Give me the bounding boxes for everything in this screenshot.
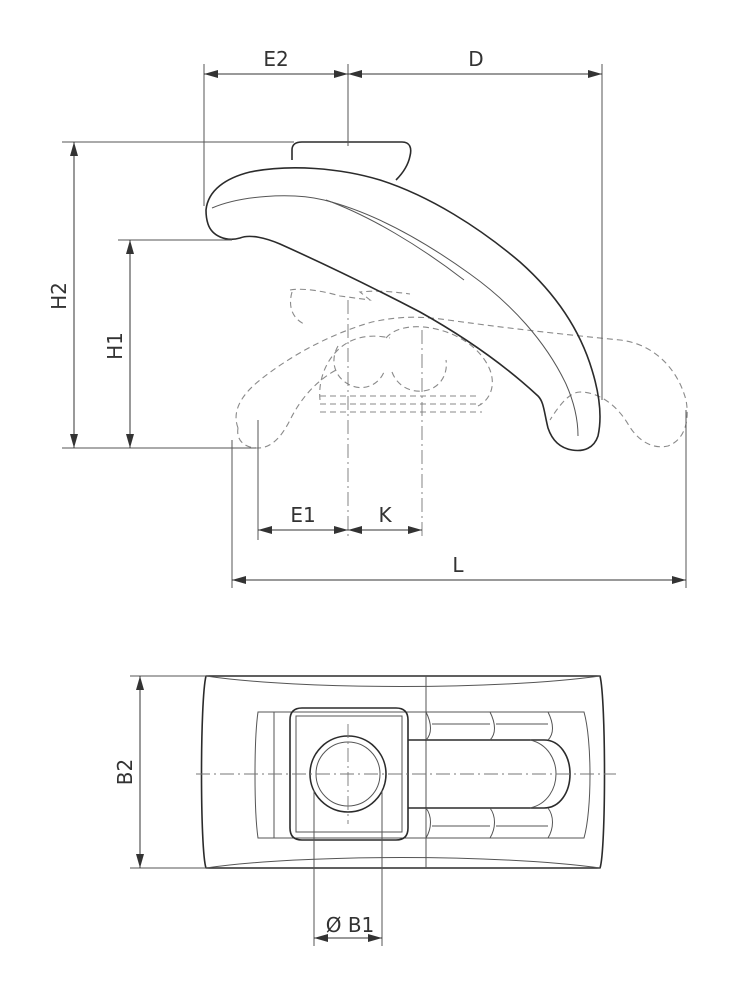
dimension-b2: B2 bbox=[113, 676, 144, 868]
dimension-e1: E1 bbox=[258, 503, 348, 534]
dimension-h2: H2 bbox=[47, 142, 78, 448]
label-l: L bbox=[452, 553, 464, 577]
clamp-arm bbox=[205, 141, 601, 452]
label-h2: H2 bbox=[47, 282, 71, 310]
dimension-l: L bbox=[232, 553, 686, 584]
dimension-h1: H1 bbox=[103, 240, 134, 448]
label-k: K bbox=[378, 503, 392, 527]
label-b2: B2 bbox=[113, 759, 137, 785]
side-view: E2 D H2 H1 E1 bbox=[47, 47, 688, 588]
dimension-k: K bbox=[348, 503, 422, 534]
alternate-position-outline bbox=[235, 288, 688, 449]
top-view: B2 Ø B1 bbox=[113, 675, 616, 946]
label-e2: E2 bbox=[263, 47, 288, 71]
clamp-head bbox=[289, 707, 409, 841]
dimension-e2: E2 bbox=[204, 47, 348, 78]
label-e1: E1 bbox=[290, 503, 315, 527]
label-h1: H1 bbox=[103, 332, 127, 360]
extension-lines bbox=[62, 64, 687, 588]
dimension-b1: Ø B1 bbox=[314, 913, 382, 942]
dimension-d: D bbox=[348, 47, 602, 78]
label-d: D bbox=[468, 47, 483, 71]
label-b1: Ø B1 bbox=[326, 913, 375, 937]
